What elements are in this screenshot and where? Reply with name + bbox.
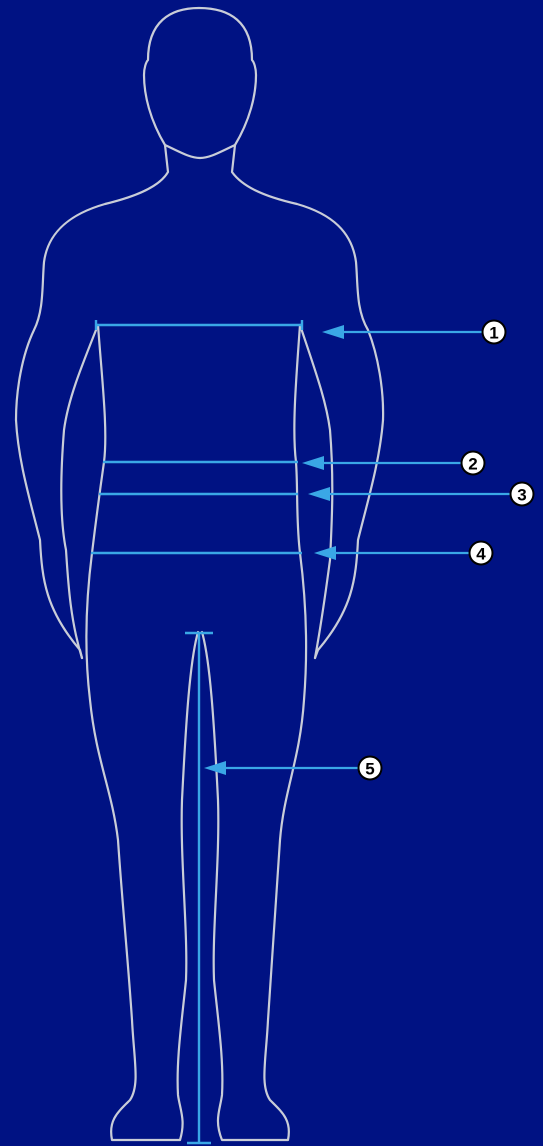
marker-badge-2: 2 [462, 452, 485, 475]
arrow-4 [314, 546, 469, 560]
marker-number-4: 4 [476, 545, 486, 564]
left-torso-side [92, 325, 105, 553]
marker-badge-4: 4 [470, 542, 493, 565]
right-arm-outer [315, 420, 383, 658]
marker-number-5: 5 [365, 760, 374, 779]
right-torso-side [294, 325, 300, 553]
left-arm-inner [61, 325, 98, 658]
marker-number-1: 1 [489, 324, 498, 343]
measurement-lines [91, 320, 302, 1144]
arrow-2 [302, 456, 461, 470]
neck-right [232, 145, 383, 420]
left-leg-outer [86, 553, 198, 1140]
right-leg-outer [202, 553, 306, 1140]
marker-badge-3: 3 [511, 483, 534, 506]
head-outline [144, 8, 256, 158]
marker-badge-1: 1 [483, 321, 506, 344]
arrow-5 [204, 761, 358, 775]
arrow-3 [308, 487, 510, 501]
marker-number-3: 3 [517, 486, 526, 505]
marker-badge-5: 5 [359, 757, 382, 780]
neck-left [16, 145, 168, 420]
arrow-1 [322, 325, 482, 339]
left-arm-outer [16, 420, 82, 658]
marker-number-2: 2 [468, 455, 477, 474]
